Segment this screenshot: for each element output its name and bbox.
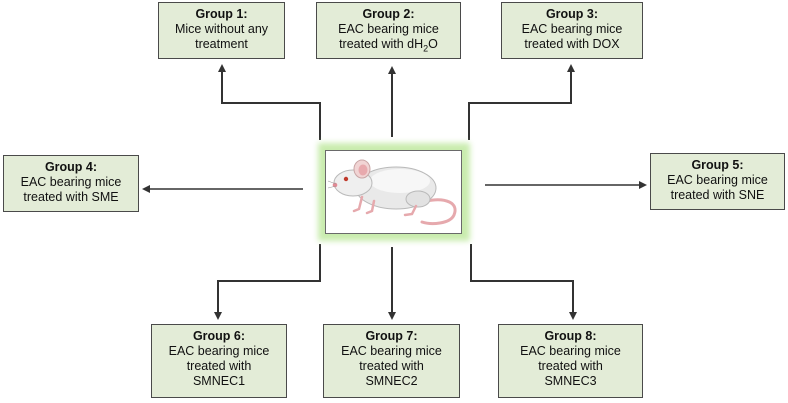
group-6-box: Group 6: EAC bearing mice treated with S… [151, 324, 287, 398]
arrow-to-group-3 [468, 64, 575, 140]
arrow-to-group-8 [470, 244, 577, 320]
group-7-line-2: treated with [359, 359, 424, 373]
group-3-box: Group 3: EAC bearing mice treated with D… [501, 2, 643, 59]
group-8-title: Group 8: [544, 329, 597, 343]
arrow-to-group-1 [218, 64, 321, 140]
group-2-title: Group 2: [362, 7, 415, 21]
center-image-frame [325, 150, 462, 234]
group-5-line-2: treated with SNE [670, 188, 765, 202]
group-7-line-3: SMNEC2 [365, 374, 418, 388]
group-5-box: Group 5: EAC bearing mice treated with S… [650, 153, 785, 210]
group-1-line-2: treatment [195, 37, 248, 51]
group-2-line-1: EAC bearing mice [338, 22, 439, 36]
arrow-to-group-6 [214, 244, 321, 320]
group-6-line-3: SMNEC1 [192, 374, 246, 388]
group-5-line-1: EAC bearing mice [667, 173, 768, 187]
group-6-line-2: treated with [186, 359, 252, 373]
group-1-line-1: Mice without any [174, 22, 269, 36]
group-8-line-1: EAC bearing mice [520, 344, 621, 358]
group-3-line-2: treated with DOX [524, 37, 620, 51]
group-1-box: Group 1: Mice without any treatment [158, 2, 285, 59]
group-4-title: Group 4: [44, 160, 98, 174]
group-2-box: Group 2: EAC bearing mice treated with d… [316, 2, 461, 59]
group-8-box: Group 8: EAC bearing mice treated with S… [498, 324, 643, 398]
group-4-box: Group 4: EAC bearing mice treated with S… [3, 155, 139, 212]
group-2-subscript: 2 [423, 43, 429, 54]
group-6-title: Group 6: [192, 329, 246, 343]
group-5-title: Group 5: [691, 158, 744, 172]
group-7-title: Group 7: [365, 329, 418, 343]
group-3-line-1: EAC bearing mice [521, 22, 623, 36]
group-7-box: Group 7: EAC bearing mice treated with S… [323, 324, 460, 398]
mouse-illustration [327, 159, 457, 225]
group-4-line-2: treated with SME [23, 190, 119, 204]
group-2-tail: O [428, 37, 438, 51]
group-1-title: Group 1: [195, 7, 248, 21]
group-6-line-1: EAC bearing mice [168, 344, 270, 358]
group-2-line-2: treated with dH [339, 37, 424, 51]
group-7-line-1: EAC bearing mice [341, 344, 442, 358]
group-8-line-3: SMNEC3 [544, 374, 597, 388]
group-3-title: Group 3: [545, 7, 599, 21]
group-8-line-2: treated with [538, 359, 603, 373]
group-4-line-1: EAC bearing mice [20, 175, 122, 189]
